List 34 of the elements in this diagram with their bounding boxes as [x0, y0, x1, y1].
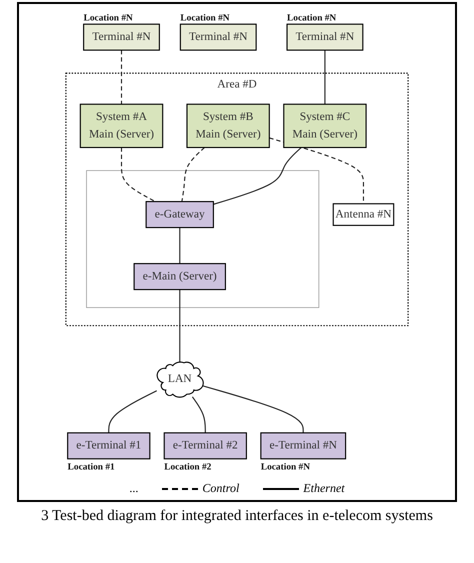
node-box: e-Gateway: [146, 201, 214, 228]
location-label: Location #N: [180, 14, 230, 24]
connector: [108, 390, 157, 433]
location-label: Location #2: [164, 462, 212, 473]
location-label: Location #N: [84, 14, 133, 24]
legend-text: Ethernet: [303, 481, 345, 496]
connector: [120, 50, 122, 104]
connector: [192, 396, 206, 433]
connector: [269, 137, 364, 204]
figure-caption: 3 Test-bed diagram for integrated interfaces in e-telecom systems: [41, 508, 433, 525]
connector: [179, 290, 180, 362]
ellipsis-text: ...: [129, 481, 138, 496]
legend-text: Control: [202, 481, 240, 496]
node-box: e-Terminal #1: [67, 432, 150, 460]
node-box: e-Terminal #N: [260, 432, 346, 460]
location-label: Location #1: [68, 462, 115, 473]
node-box: System #B Main (Server): [186, 104, 270, 148]
connector: [179, 228, 180, 264]
node-box: Antenna #N: [332, 203, 394, 226]
location-label: Location #N: [287, 14, 336, 24]
connector: [324, 50, 326, 104]
node-box: Terminal #N: [83, 24, 160, 51]
connector: [120, 148, 156, 202]
node-box: Terminal #N: [286, 24, 364, 51]
node-box: e-Terminal #2: [164, 432, 247, 460]
node-box: Terminal #N: [180, 24, 257, 51]
connector: [202, 385, 304, 433]
location-label: Location #N: [260, 462, 310, 473]
node-box: e-Main (Server): [134, 263, 226, 290]
cluster: [86, 170, 320, 308]
connector: [213, 147, 302, 205]
connector: [181, 147, 205, 202]
node-box: System #C Main (Server): [283, 104, 367, 148]
node-box: System #A Main (Server): [80, 104, 164, 148]
